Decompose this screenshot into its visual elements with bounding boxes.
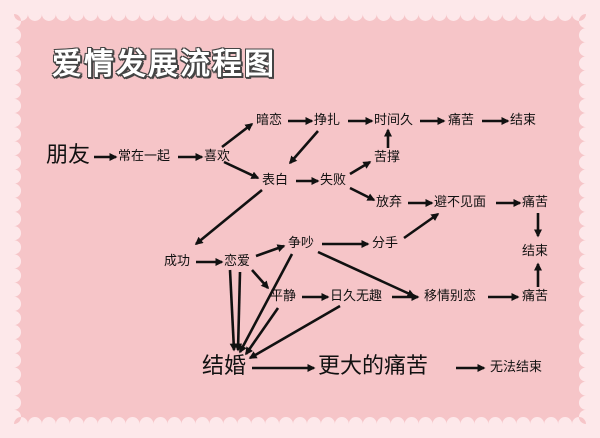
- node-marriage: 结婚: [202, 354, 247, 379]
- diagram-title: 爱情发展流程图: [52, 47, 276, 82]
- arrow-fail-endure: [349, 160, 372, 176]
- node-friend: 朋友: [46, 143, 91, 168]
- node-long-time: 时间久: [374, 113, 414, 128]
- arrow-fail-giveup: [349, 186, 376, 202]
- node-in-love: 恋爱: [224, 254, 251, 269]
- node-pain-2: 痛苦: [522, 195, 549, 210]
- node-end-2: 结束: [522, 244, 549, 259]
- node-struggle: 挣扎: [314, 113, 341, 128]
- arrow-inlove-calm: [251, 269, 269, 290]
- arrow-calm-marriage: [244, 307, 280, 356]
- node-boring: 日久无趣: [330, 289, 383, 304]
- node-calm: 平静: [270, 289, 297, 304]
- node-together: 常在一起: [118, 149, 171, 164]
- node-end-1: 结束: [510, 113, 537, 128]
- pink-background: [14, 14, 587, 424]
- node-break-up: 分手: [372, 236, 399, 251]
- arrow-success-marriage: [228, 269, 238, 352]
- node-endure: 苦撑: [374, 150, 401, 165]
- node-affair: 移情别恋: [424, 289, 477, 304]
- arrow-struggle-confess: [289, 130, 319, 165]
- node-pain-3: 痛苦: [522, 289, 549, 304]
- arrow-like-confess: [223, 160, 260, 180]
- node-success: 成功: [164, 254, 191, 269]
- node-bigger-pain: 更大的痛苦: [318, 354, 429, 379]
- node-fail: 失败: [320, 173, 347, 188]
- arrow-boring-marriage: [248, 304, 341, 360]
- arrow-inlove-quarrel: [255, 244, 286, 258]
- node-avoid: 避不见面: [434, 195, 487, 210]
- arrow-quarrel-marriage: [238, 253, 294, 354]
- arrow-quarrel-affair: [317, 250, 416, 298]
- arrow-like-secret: [221, 122, 254, 149]
- node-pain-1: 痛苦: [448, 113, 475, 128]
- node-give-up: 放弃: [376, 195, 403, 210]
- node-quarrel: 争吵: [288, 236, 315, 251]
- node-secret-love: 暗恋: [256, 113, 283, 128]
- node-confess: 表白: [262, 173, 289, 188]
- arrow-confess-success: [194, 188, 263, 246]
- node-like: 喜欢: [204, 149, 231, 164]
- node-no-end: 无法结束: [490, 360, 543, 375]
- arrow-breakup-avoid: [403, 212, 440, 240]
- arrow-inlove-marriage: [234, 271, 243, 352]
